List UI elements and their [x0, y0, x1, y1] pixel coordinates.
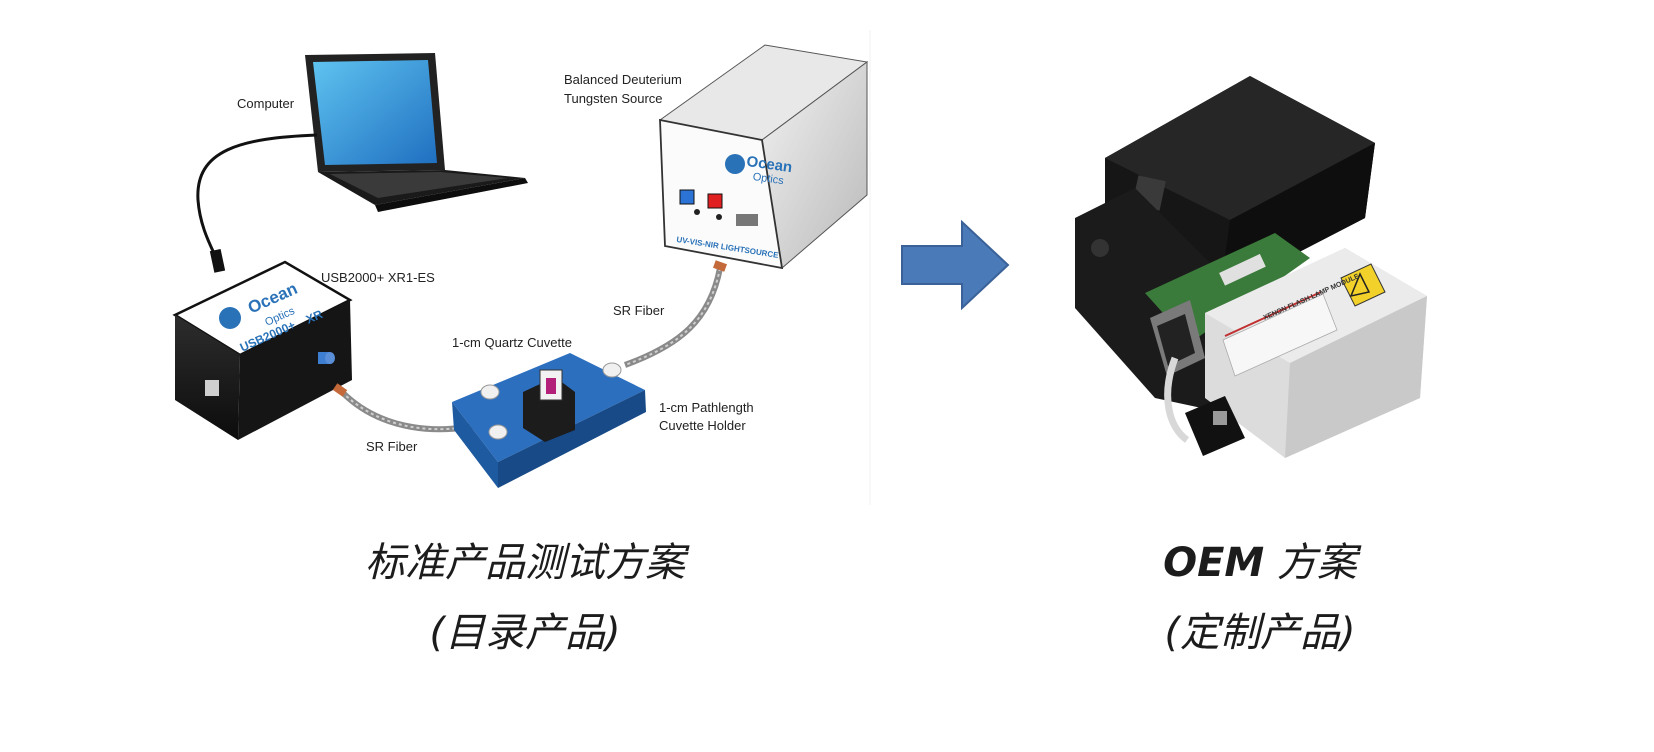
label-cuvette: 1-cm Quartz Cuvette — [452, 335, 572, 350]
deuterium-tungsten-light-source — [658, 44, 869, 270]
caption-custom-products: (定制产品) — [1164, 610, 1356, 656]
caption-standard-solution: 标准产品测试方案 — [365, 540, 685, 586]
laptop-computer — [305, 53, 528, 212]
label-holder-line1: 1-cm Pathlength — [659, 400, 754, 415]
label-spectrometer: USB2000+ XR1-ES — [321, 270, 435, 285]
ocean-optics-logo-icon — [219, 307, 241, 329]
cuvette-holder — [452, 353, 646, 488]
label-sr-fiber-top: SR Fiber — [613, 303, 665, 318]
caption-oem-bold: OEM — [1163, 540, 1265, 586]
caption-oem-solution: OEM 方案 — [1080, 530, 1440, 588]
ocean-optics-logo-icon — [725, 154, 745, 174]
caption-oem-rest: 方案 — [1264, 540, 1357, 586]
label-holder-line2: Cuvette Holder — [659, 418, 746, 433]
label-computer: Computer — [237, 96, 295, 111]
oem-flash-lamp-module-photo — [1075, 76, 1427, 458]
label-sr-fiber-bottom: SR Fiber — [366, 439, 418, 454]
spectrometer-usb2000 — [172, 260, 353, 440]
label-light-source-line1: Balanced Deuterium — [564, 72, 682, 87]
label-light-source-line2: Tungsten Source — [564, 91, 663, 106]
transition-arrow-icon — [901, 220, 1010, 310]
caption-catalog-products: (目录产品) — [429, 610, 621, 656]
